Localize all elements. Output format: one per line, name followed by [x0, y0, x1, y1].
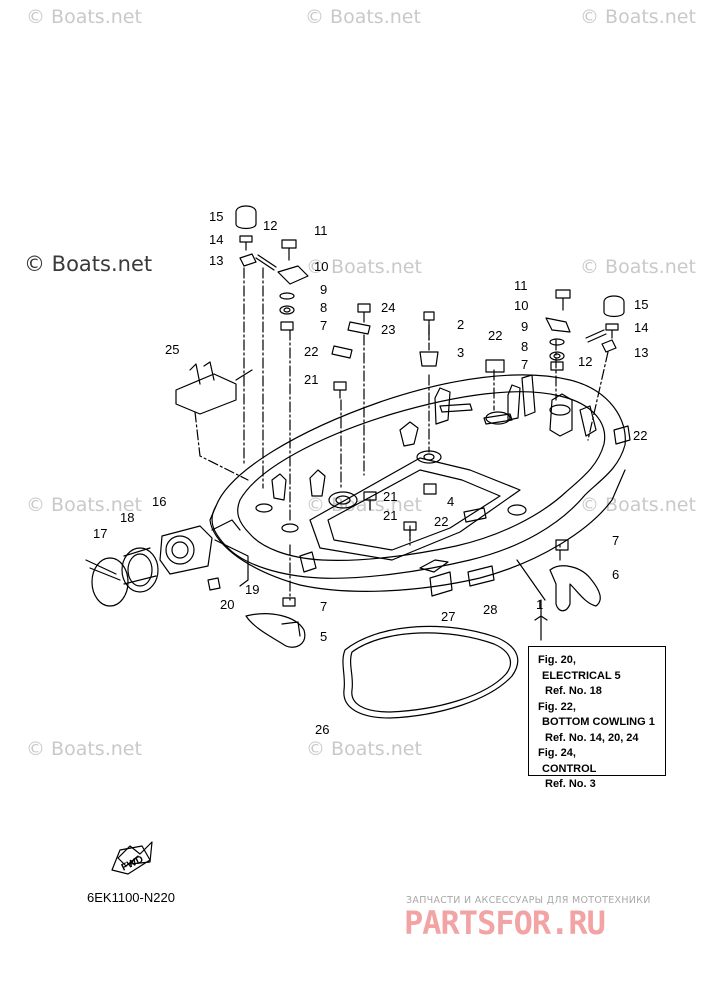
- callout-22d: 22: [434, 514, 448, 529]
- ref-fig20-ref: Ref. No. 18: [545, 685, 602, 697]
- callout-28: 28: [483, 602, 497, 617]
- ref-fig24-ref: Ref. No. 3: [545, 778, 596, 790]
- callout-7b: 7: [521, 357, 528, 372]
- callout-7d: 7: [320, 599, 327, 614]
- callout-19: 19: [245, 582, 259, 597]
- callout-7a: 7: [320, 318, 327, 333]
- callout-8a: 8: [320, 300, 327, 315]
- part-26-seal: [342, 625, 519, 719]
- callout-26: 26: [315, 722, 329, 737]
- ref-fig20: Fig. 20,: [538, 654, 576, 666]
- watermark: © Boats.net: [26, 738, 142, 760]
- callout-20: 20: [220, 597, 234, 612]
- watermark: © Boats.net: [26, 6, 142, 28]
- watermark: © Boats.net: [306, 256, 422, 278]
- bottom-cowling-inner-rim: [237, 391, 606, 561]
- callout-11b: 11: [514, 278, 528, 293]
- callout-10b: 10: [514, 298, 528, 313]
- callout-21b: 21: [383, 489, 397, 504]
- watermark: © Boats.net: [306, 494, 422, 516]
- callout-15b: 15: [634, 297, 648, 312]
- part-6-cover: [549, 565, 601, 612]
- ref-fig22: Fig. 22,: [538, 700, 576, 713]
- ref-fig24-title: CONTROL: [542, 762, 597, 775]
- callout-13b: 13: [634, 345, 648, 360]
- callout-numbers: 1 2 3 4 5 5 6 7 7 7 7 8 8 9 9 10 10 11 1…: [93, 209, 648, 874]
- ref-fig24: Fig. 24,: [538, 747, 576, 759]
- callout-22a: 22: [304, 344, 318, 359]
- bottom-cowling-outline: [211, 374, 626, 579]
- callout-7c: 7: [612, 533, 619, 548]
- fwd-arrow: [117, 841, 153, 867]
- callout-4: 4: [447, 494, 454, 509]
- callout-1: 1: [536, 597, 543, 612]
- watermark: © Boats.net: [580, 494, 696, 516]
- callout-21c: 21: [383, 508, 397, 523]
- watermark: © Boats.net: [24, 252, 153, 276]
- watermark: © Boats.net: [580, 256, 696, 278]
- shop-tagline: ЗАПЧАСТИ И АКСЕССУАРЫ ДЛЯ МОТОТЕХНИКИ: [406, 895, 651, 906]
- callout-18: 18: [120, 510, 134, 525]
- watermark: © Boats.net: [306, 738, 422, 760]
- callout-21a: 21: [304, 372, 318, 387]
- callout-12b: 12: [578, 354, 592, 369]
- callout-2: 2: [457, 317, 464, 332]
- callout-5: 5: [320, 629, 327, 644]
- callout-8b: 8: [521, 339, 528, 354]
- ref-fig22-ref: Ref. No. 14, 20, 24: [545, 731, 639, 744]
- part-5-cover: [245, 613, 306, 648]
- reference-box: Fig. 20, ELECTRICAL 5 Ref. No. 18 Fig. 2…: [528, 646, 666, 790]
- callout-22b: 22: [488, 328, 502, 343]
- callout-3: 3: [457, 345, 464, 360]
- callout-10a: 10: [314, 259, 328, 274]
- watermark: © Boats.net: [580, 6, 696, 28]
- callout-24: 24: [381, 300, 395, 315]
- watermark: © Boats.net: [305, 6, 421, 28]
- callout-11a: 11: [314, 223, 328, 238]
- callout-15a: 15: [209, 209, 223, 224]
- shop-logo: PARTSFOR.RU: [404, 904, 606, 942]
- ref-fig22-title: BOTTOM COWLING 1: [542, 716, 655, 728]
- callout-22c: 22: [633, 428, 647, 443]
- callout-14a: 14: [209, 232, 223, 247]
- callout-16: 16: [152, 494, 166, 509]
- callout-9b: 9: [521, 319, 528, 334]
- callout-13a: 13: [209, 253, 223, 268]
- callout-9a: 9: [320, 282, 327, 297]
- ref-fig20-title: ELECTRICAL 5: [542, 669, 621, 682]
- callout-12a: 12: [263, 218, 277, 233]
- callout-27: 27: [441, 609, 455, 624]
- watermark: © Boats.net: [26, 494, 142, 516]
- callout-6: 6: [612, 567, 619, 582]
- callout-14b: 14: [634, 320, 648, 335]
- diagram-code: 6EK1100-N220: [87, 890, 175, 905]
- callout-23: 23: [381, 322, 395, 337]
- callout-25: 25: [165, 342, 179, 357]
- callout-17: 17: [93, 526, 107, 541]
